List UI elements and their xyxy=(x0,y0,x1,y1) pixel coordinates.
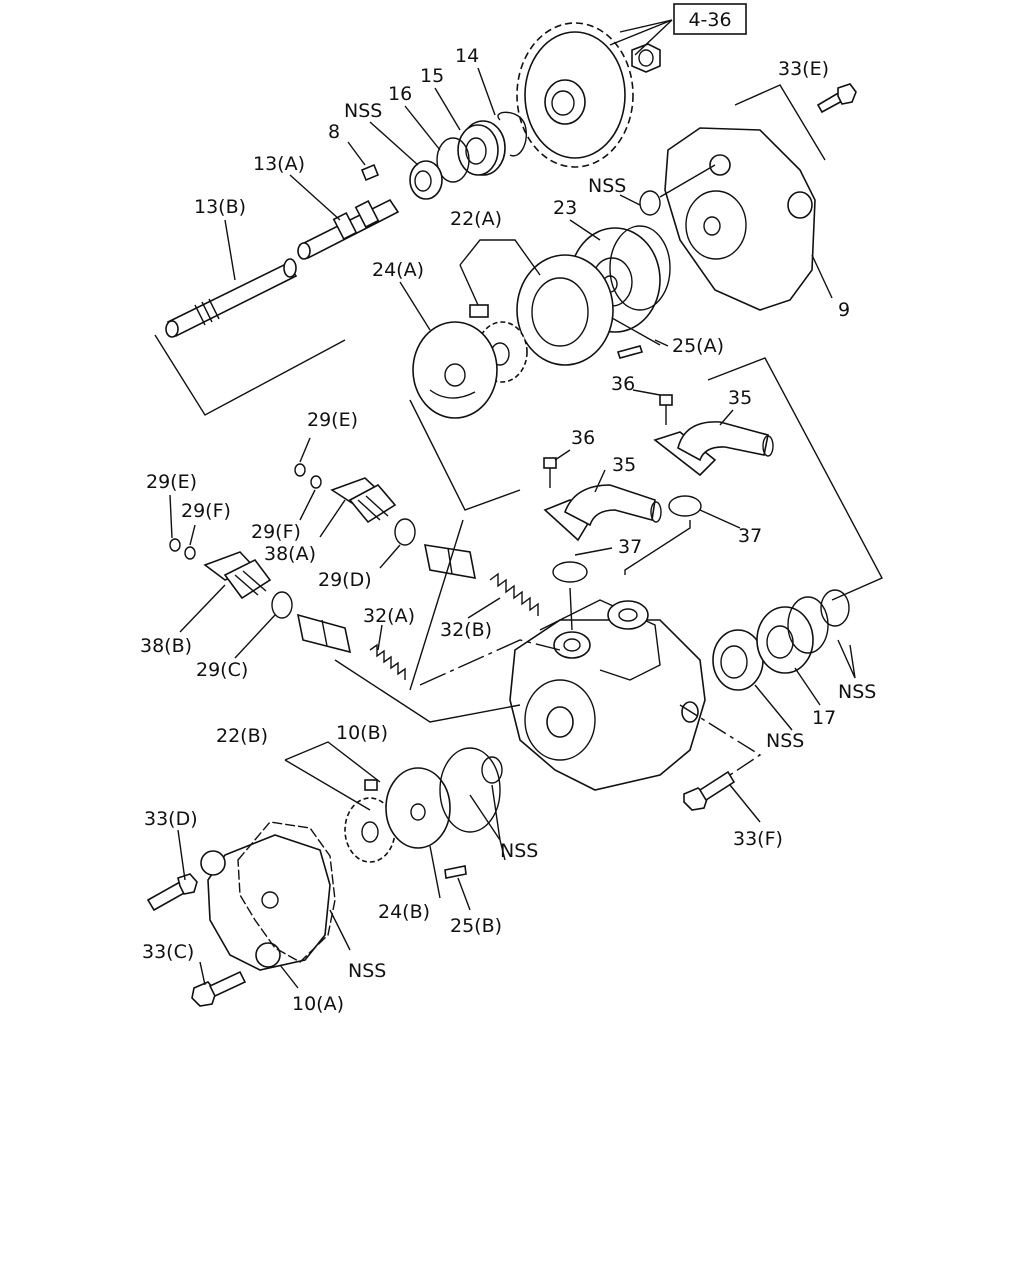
label-nss-seal: NSS xyxy=(344,100,382,122)
o-ring-right-2 xyxy=(820,589,850,627)
key-8 xyxy=(360,163,380,182)
label-nss-bearing: NSS xyxy=(766,730,804,752)
label-15: 15 xyxy=(420,65,444,87)
seal-small xyxy=(409,160,443,200)
o-ring-24b xyxy=(439,747,501,833)
elbow-35-lower xyxy=(543,484,662,542)
label-29f-a: 29(F) xyxy=(251,521,301,543)
pump-body xyxy=(509,599,706,791)
vane xyxy=(469,304,489,318)
spring-32b xyxy=(489,572,539,616)
elbow-35-upper xyxy=(653,421,774,477)
o-ring-29e-b xyxy=(169,538,181,552)
bolt-36-lower xyxy=(543,457,557,488)
seal-17 xyxy=(756,606,814,674)
o-ring-cover xyxy=(639,190,661,216)
bearing-15 xyxy=(457,120,506,176)
label-nss-gasket: NSS xyxy=(348,960,386,982)
label-38a: 38(A) xyxy=(264,543,316,565)
label-36-lower: 36 xyxy=(571,427,595,449)
spring-32a xyxy=(369,643,406,680)
o-ring-29c xyxy=(271,591,293,619)
o-ring-37b xyxy=(668,495,702,517)
bearing-17 xyxy=(712,629,764,691)
label-29c: 29(C) xyxy=(196,659,248,681)
label-22a: 22(A) xyxy=(450,208,502,230)
o-ring-29e-a xyxy=(294,463,306,477)
cam-ring-22a xyxy=(516,254,614,366)
bolt-33d xyxy=(146,873,198,912)
label-13a: 13(A) xyxy=(253,153,305,175)
shaft-13a xyxy=(297,198,400,260)
label-29f-b: 29(F) xyxy=(181,500,231,522)
snap-ring xyxy=(497,111,527,157)
o-ring-right-1 xyxy=(787,596,829,654)
label-29e-b: 29(E) xyxy=(146,471,197,493)
shaft-13b xyxy=(165,258,298,338)
pin-25a xyxy=(616,345,644,359)
bolt-33f xyxy=(683,770,736,811)
label-36-upper: 36 xyxy=(611,373,635,395)
label-10b: 10(B) xyxy=(336,722,388,744)
label-25a: 25(A) xyxy=(672,335,724,357)
gasket xyxy=(237,821,336,963)
label-37-lower: 37 xyxy=(618,536,642,558)
label-32a: 32(A) xyxy=(363,605,415,627)
label-25b: 25(B) xyxy=(450,915,502,937)
plate-24b xyxy=(385,767,451,849)
label-23: 23 xyxy=(553,197,577,219)
label-37-upper: 37 xyxy=(738,525,762,547)
front-cover-10a xyxy=(200,834,331,971)
label-32b: 32(B) xyxy=(440,619,492,641)
label-33d: 33(D) xyxy=(144,808,198,830)
bolt-36-upper xyxy=(659,394,673,425)
leader-lines xyxy=(169,19,856,989)
ref-box[interactable]: 4-36 xyxy=(688,9,731,31)
label-24a: 24(A) xyxy=(372,259,424,281)
pin-25b xyxy=(444,865,467,879)
label-nss-right: NSS xyxy=(838,681,876,703)
o-ring-29f-b xyxy=(184,546,196,560)
bolt-33e xyxy=(816,83,857,114)
label-33e: 33(E) xyxy=(778,58,829,80)
label-35-upper: 35 xyxy=(728,387,752,409)
ring-16 xyxy=(436,137,470,183)
o-ring-29f-a xyxy=(310,475,322,489)
drive-gear xyxy=(516,22,634,168)
label-nss-front: NSS xyxy=(500,840,538,862)
label-35-lower: 35 xyxy=(612,454,636,476)
label-22b: 22(B) xyxy=(216,725,268,747)
valve-38b xyxy=(203,551,272,600)
o-ring-23 xyxy=(609,225,671,311)
label-13b: 13(B) xyxy=(194,196,246,218)
bolt-33c xyxy=(191,970,247,1007)
label-9: 9 xyxy=(838,299,850,321)
label-29d: 29(D) xyxy=(318,569,372,591)
spool-lower xyxy=(296,613,352,654)
label-10a: 10(A) xyxy=(292,993,344,1015)
label-29e-a: 29(E) xyxy=(307,409,358,431)
o-ring-37a xyxy=(552,561,588,583)
label-nss-oring: NSS xyxy=(588,175,626,197)
valve-38a xyxy=(330,477,397,524)
o-ring-24b-2 xyxy=(481,756,503,784)
vane-22b xyxy=(364,779,378,791)
label-33f: 33(F) xyxy=(733,828,783,850)
label-17: 17 xyxy=(812,707,836,729)
label-33c: 33(C) xyxy=(142,941,194,963)
label-8: 8 xyxy=(328,121,340,143)
label-16: 16 xyxy=(388,83,412,105)
label-38b: 38(B) xyxy=(140,635,192,657)
plate-24a xyxy=(412,321,498,419)
rear-cover-9 xyxy=(664,127,816,311)
ref-box-frame xyxy=(673,3,747,35)
gear-nut xyxy=(631,43,661,73)
o-ring-29d xyxy=(394,518,416,546)
label-24b: 24(B) xyxy=(378,901,430,923)
label-14: 14 xyxy=(455,45,479,67)
